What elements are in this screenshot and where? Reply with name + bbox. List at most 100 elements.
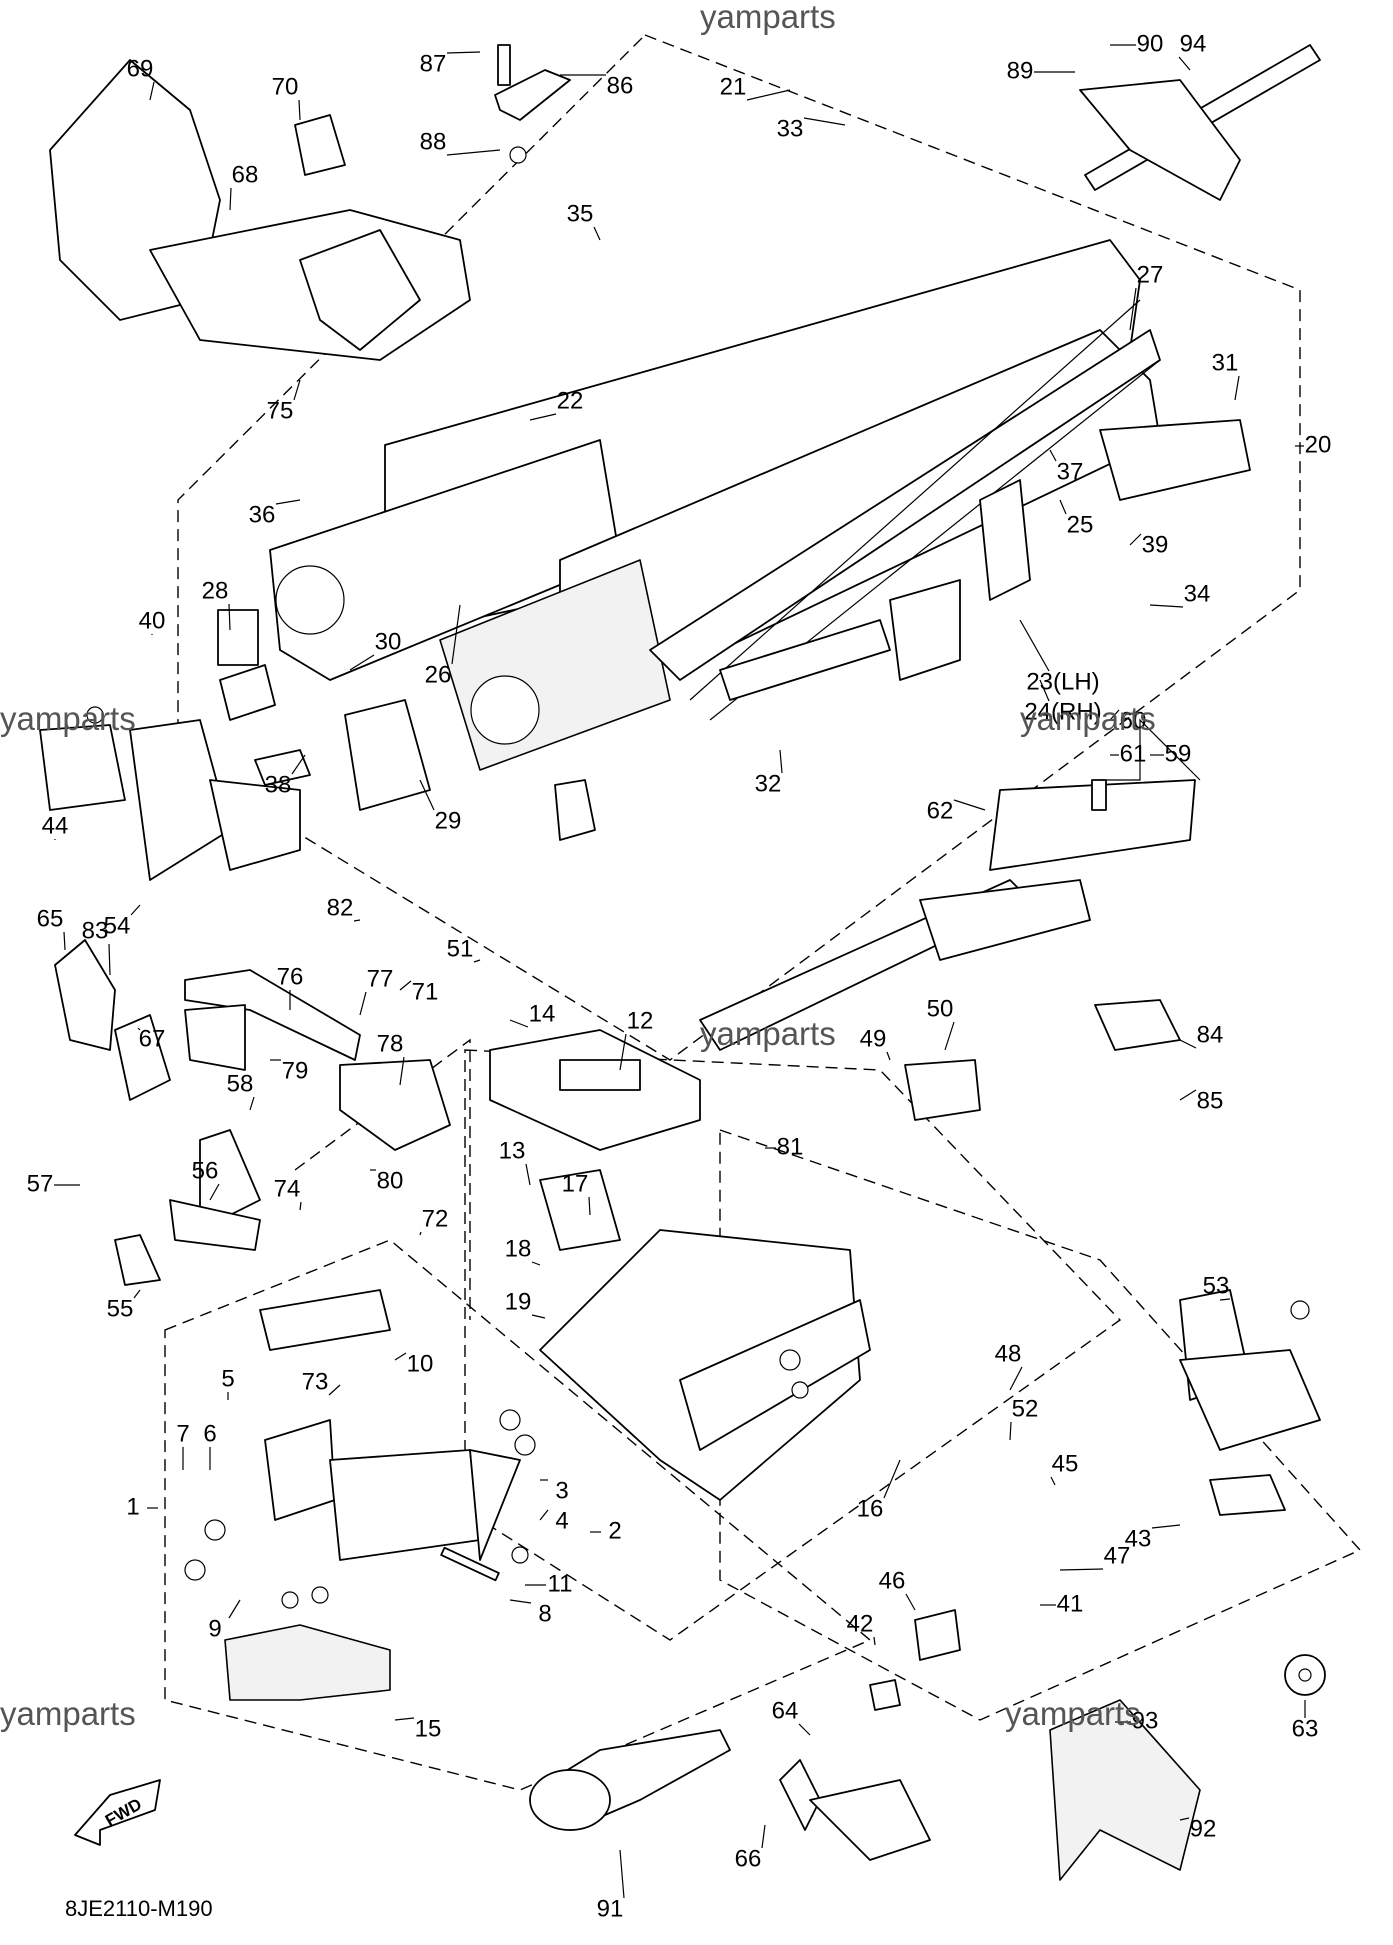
callout-label: 79 (282, 1057, 309, 1084)
callout-labels: 1234567891011121314151617181920212223(LH… (27, 30, 1332, 1922)
callout-label: 37 (1057, 458, 1084, 485)
leader-line (137, 1027, 141, 1031)
callout-label: 78 (377, 1030, 404, 1057)
leader-line (293, 379, 301, 401)
leader-line (531, 1314, 546, 1319)
callout-label: 53 (1203, 1272, 1230, 1299)
leader-line (883, 1459, 901, 1499)
callout-label: 15 (415, 1715, 442, 1742)
leader-line (399, 1056, 405, 1086)
callout-label: 36 (249, 501, 276, 528)
callout-label: 73 (302, 1368, 329, 1395)
leader-line (209, 1183, 220, 1201)
leader-line (761, 1824, 766, 1849)
small-parts (217, 114, 596, 841)
callout-label: 21 (720, 73, 747, 100)
callout-label: 35 (567, 200, 594, 227)
callout-label: 44 (42, 812, 69, 839)
callout-label: 33 (777, 115, 804, 142)
callout-label: 56 (192, 1157, 219, 1184)
leader-line (108, 943, 111, 976)
callout-label: 26 (425, 661, 452, 688)
callout-label: 68 (232, 161, 259, 188)
leader-line (249, 1096, 255, 1111)
callout-label: 51 (447, 935, 474, 962)
plate-83 (904, 999, 1181, 1121)
duct-90 (529, 1729, 931, 1861)
callout-label: 4 (555, 1507, 568, 1534)
callout-label: 88 (420, 128, 447, 155)
mount-55-56 (114, 1129, 261, 1286)
rail-59 (699, 718, 1201, 1051)
leader-line (359, 991, 367, 1016)
callout-label: 91 (597, 1895, 624, 1922)
leader-line (593, 226, 601, 241)
callout-label: 71 (412, 978, 439, 1005)
callout-label: 59 (1165, 740, 1192, 767)
leader-line (1234, 375, 1240, 401)
callout-label: 69 (127, 55, 154, 82)
leader-line (1039, 679, 1050, 702)
callout-label: 19 (505, 1288, 532, 1315)
callout-label: 45 (1052, 1450, 1079, 1477)
leader-line (1179, 1089, 1197, 1101)
leader-line (419, 779, 435, 811)
leader-line (1019, 619, 1050, 672)
leader-line (529, 413, 557, 421)
callout-label: 89 (1007, 57, 1034, 84)
callout-label: 40 (139, 607, 166, 634)
leader-line (1129, 287, 1137, 331)
assembly-1 (184, 1289, 536, 1701)
leader-line (419, 1231, 422, 1236)
callout-label: 9 (208, 1615, 221, 1642)
callout-label: 28 (202, 577, 229, 604)
callout-label: 11 (548, 1570, 573, 1597)
callout-label: 57 (27, 1170, 54, 1197)
callout-label: 14 (529, 1000, 556, 1027)
leader-line (353, 919, 361, 922)
callout-label: 82 (327, 894, 354, 921)
callout-label: 75 (267, 397, 294, 424)
callout-label: 31 (1212, 349, 1239, 376)
callout-label: 60 (1120, 707, 1147, 734)
leader-line (298, 99, 301, 121)
watermark: yamparts (1005, 1695, 1141, 1732)
callout-label: 47 (1104, 1542, 1131, 1569)
leader-line (886, 1051, 891, 1061)
leader-line (1178, 56, 1191, 71)
leader-line (133, 1289, 141, 1299)
leader-line (539, 1509, 549, 1521)
callout-label: 81 (777, 1133, 804, 1160)
leader-line (1179, 1039, 1197, 1049)
callout-label: 76 (277, 963, 304, 990)
leader-line (588, 1196, 591, 1216)
leader-line (451, 604, 461, 665)
callout-label: 30 (375, 628, 402, 655)
leader-line (1049, 449, 1057, 462)
leader-line (1219, 1298, 1231, 1301)
brackets-75-78 (184, 969, 451, 1151)
callout-label: 93 (1132, 1707, 1159, 1734)
callout-label: 90 (1137, 30, 1164, 57)
callout-label: 74 (274, 1175, 301, 1202)
leader-line (1059, 499, 1067, 515)
callout-label: 39 (1142, 531, 1169, 558)
leader-line (803, 117, 846, 126)
callout-label: 77 (367, 965, 394, 992)
bracket-54 (39, 706, 301, 881)
callout-label: 32 (755, 770, 782, 797)
callout-label: 92 (1190, 1815, 1217, 1842)
callout-label: 24(RH) (1024, 698, 1101, 725)
callout-label: 16 (857, 1495, 884, 1522)
callout-label: 66 (735, 1845, 762, 1872)
leader-line (399, 980, 412, 991)
callout-label: 63 (1292, 1715, 1319, 1742)
diagram-code: 8JE2110-M190 (65, 1896, 213, 1921)
leader-line (531, 1261, 541, 1266)
callout-label: 6 (203, 1420, 216, 1447)
guards-65-67 (54, 939, 171, 1101)
watermark: yamparts (0, 700, 136, 737)
callout-label: 62 (927, 797, 954, 824)
leader-line (63, 931, 66, 951)
callout-label: 17 (562, 1170, 589, 1197)
